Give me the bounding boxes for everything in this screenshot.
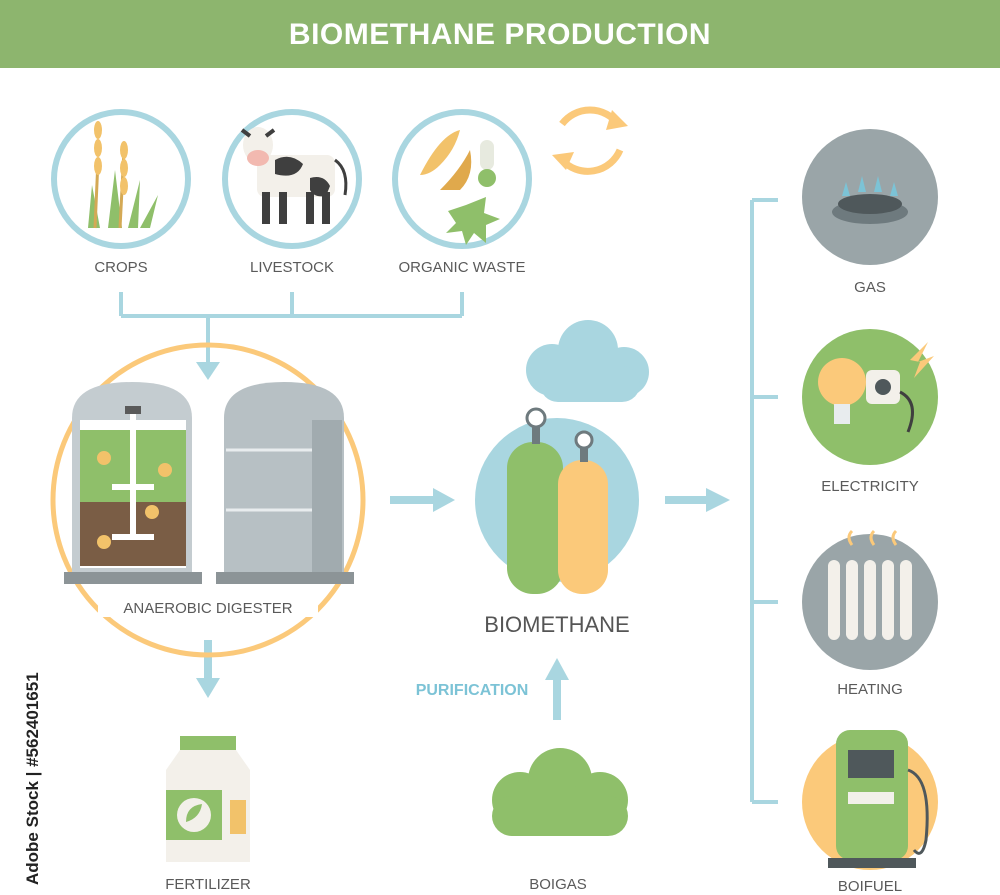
arrow-up-purification [545, 658, 569, 720]
biogas-cloud-icon [492, 748, 628, 836]
uses-bracket [750, 198, 778, 804]
gas-burner-icon [802, 129, 938, 265]
arrow-to-fertilizer [196, 640, 220, 698]
title-banner: BIOMETHANE PRODUCTION [0, 0, 1000, 68]
arrow-right-icon [706, 488, 730, 512]
biomethane-cloud-icon [526, 320, 649, 402]
arrow-right-icon [433, 488, 455, 512]
electricity-icon [802, 329, 938, 465]
watermark-text: Adobe Stock | #562401651 [23, 672, 42, 885]
arrow-to-biomethane [390, 488, 455, 512]
gas-tanks-icon [475, 407, 639, 594]
use-label-gas: GAS [854, 279, 886, 296]
source-label-crops: CROPS [94, 259, 148, 276]
use-label-electricity: ELECTRICITY [821, 478, 919, 495]
biomethane-label: BIOMETHANE [484, 612, 630, 637]
organic-waste-icon [392, 109, 532, 249]
use-label-boifuel: BOIFUEL [837, 878, 903, 895]
purification-label: PURIFICATION [415, 682, 529, 699]
arrow-up-icon [545, 658, 569, 680]
arrow-down-icon [196, 678, 220, 698]
fertilizer-label: FERTILIZER [165, 876, 251, 893]
fuel-pump-icon [802, 730, 938, 870]
stock-watermark: Adobe Stock | #562401651 [8, 660, 42, 890]
digester-label: ANAEROBIC DIGESTER [98, 600, 318, 617]
source-label-livestock: LIVESTOCK [250, 259, 334, 276]
crops-icon [51, 109, 191, 249]
source-connector [119, 292, 464, 364]
cow-icon [222, 109, 362, 249]
recycle-arrow-head-icon [606, 110, 628, 130]
source-label-organic-waste: ORGANIC WASTE [398, 259, 526, 276]
arrow-to-uses [665, 488, 730, 512]
radiator-icon [802, 529, 938, 670]
page-title: BIOMETHANE PRODUCTION [288, 18, 712, 51]
biogas-label: BOIGAS [529, 876, 587, 893]
arrow-down-icon [196, 362, 220, 380]
digester-icon [50, 342, 366, 658]
fertilizer-bag-icon [166, 736, 250, 862]
use-label-heating: HEATING [837, 681, 903, 698]
recycle-arrow-head-icon [552, 152, 574, 170]
